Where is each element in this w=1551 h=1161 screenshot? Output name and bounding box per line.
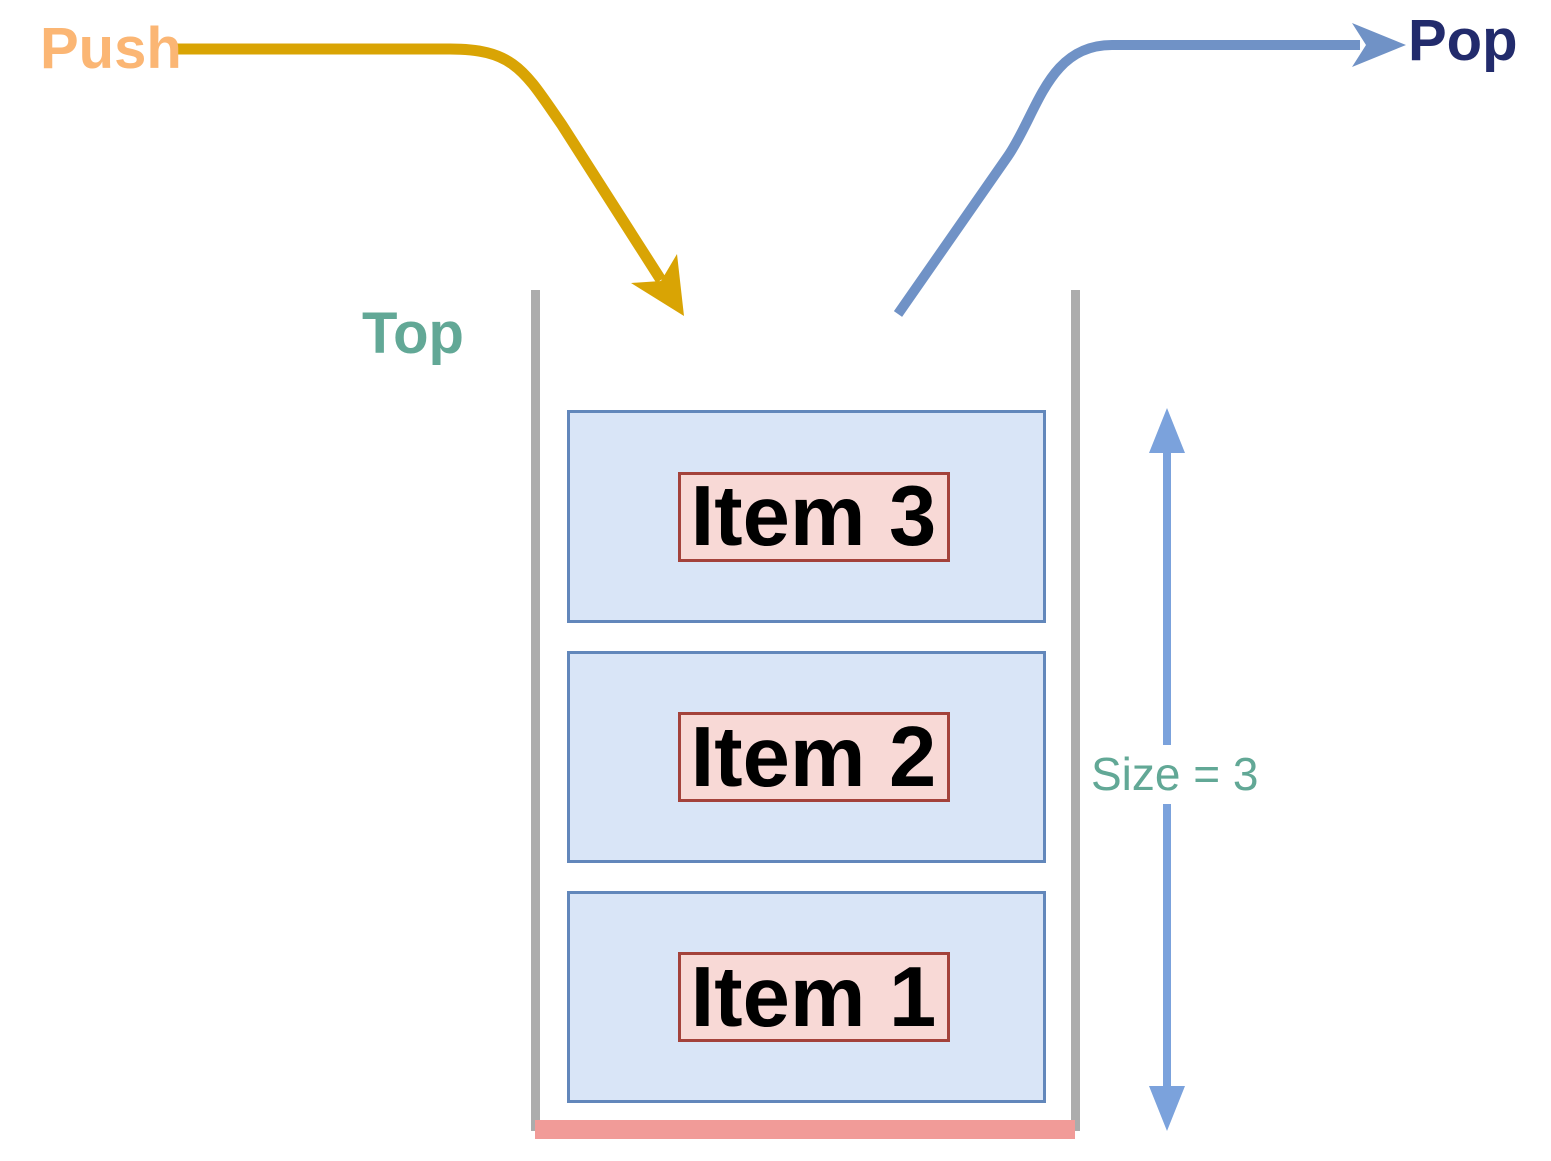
stack-item-label: Item 1: [690, 949, 937, 1045]
pop-label: Pop: [1408, 8, 1518, 73]
stack-item: Item 3: [567, 410, 1046, 623]
stack-wall-left: [531, 290, 540, 1131]
stack-item: Item 2: [567, 651, 1046, 863]
stack-item-label: Item 3: [690, 469, 937, 564]
push-arrow-icon: [175, 43, 684, 316]
stack-item-tag: Item 3: [677, 469, 950, 564]
size-label: Size = 3: [1085, 745, 1265, 804]
stack-base: [535, 1120, 1075, 1139]
push-label: Push: [40, 16, 182, 81]
stack-item-tag: Item 1: [677, 949, 950, 1045]
stack-item: Item 1: [567, 891, 1046, 1103]
stack-wall-right: [1071, 290, 1080, 1131]
top-label: Top: [362, 301, 464, 366]
stack-item-tag: Item 2: [677, 709, 950, 805]
stack-item-label: Item 2: [690, 709, 937, 805]
pop-arrow-icon: [893, 23, 1406, 317]
